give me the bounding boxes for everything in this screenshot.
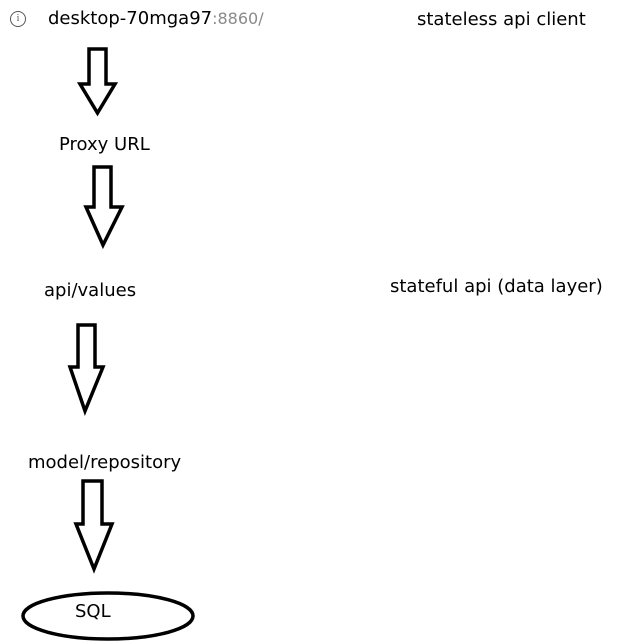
annotation-stateless: stateless api client bbox=[417, 9, 586, 30]
node-model-repository: model/repository bbox=[28, 452, 182, 473]
down-arrow-1 bbox=[76, 47, 119, 117]
url-host[interactable]: desktop-70mga97 bbox=[48, 8, 213, 29]
url-port-path[interactable]: :8860/ bbox=[212, 9, 264, 28]
info-circle-icon[interactable]: i bbox=[10, 11, 26, 27]
down-arrow-2 bbox=[83, 165, 125, 250]
down-arrow-4 bbox=[73, 479, 115, 574]
node-api-values: api/values bbox=[44, 280, 137, 301]
node-proxy-url: Proxy URL bbox=[59, 134, 150, 155]
address-bar[interactable]: i desktop-70mga97 :8860/ bbox=[10, 8, 264, 30]
annotation-stateful: stateful api (data layer) bbox=[390, 276, 603, 297]
sql-ellipse-shape bbox=[21, 591, 195, 641]
down-arrow-3 bbox=[67, 323, 106, 416]
node-sql: SQL bbox=[75, 601, 111, 622]
